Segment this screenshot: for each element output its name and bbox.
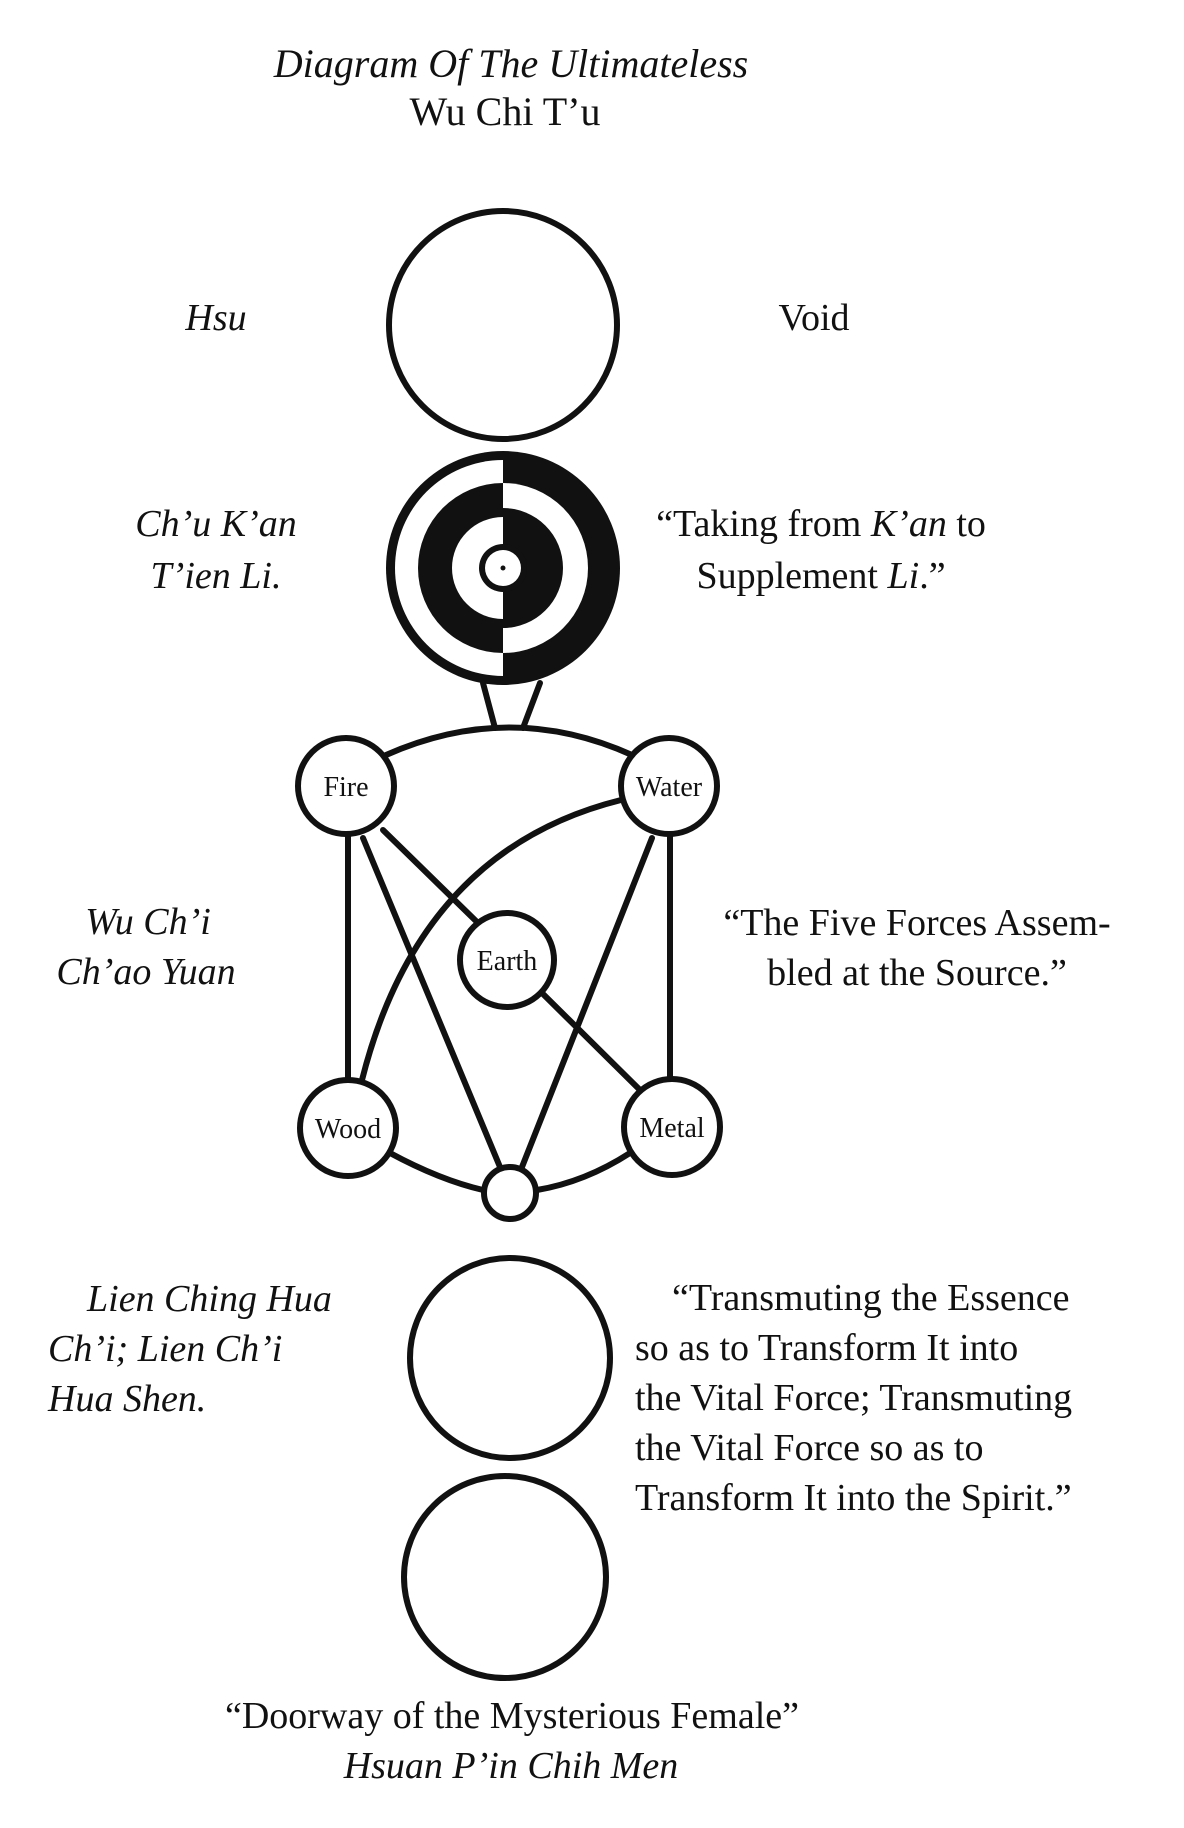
kan-li-quote-part: Supplement [696,555,887,597]
kan-li-quote-part: Li [886,555,919,597]
transmuting-circle [407,1255,613,1461]
transmuting-right-label-line4: the Vital Force so as to [635,1427,983,1469]
kan-li-right-black-band [503,508,563,628]
connection-water-source [519,835,655,1170]
stage-doorway: “Doorway of the Mysterious Female” Hsuan… [225,1473,799,1787]
kan-li-left-label-line2: T’ien Li. [151,555,282,597]
stage-kan-li: Ch’u K’an T’ien Li. “Taking from K’an to… [135,451,986,685]
five-forces-right-label-line1: “The Five Forces Assem- [723,902,1110,944]
kan-li-symbol [386,451,620,685]
transmuting-right-label-line1: “Transmuting the Essence [672,1277,1070,1319]
doorway-circle [401,1473,609,1681]
transmuting-right-label-line2: so as to Transform It into [635,1327,1018,1369]
water-label: Water [636,772,703,803]
funnel-right-line [520,680,543,731]
metal-label: Metal [639,1113,705,1144]
doorway-label-line1: “Doorway of the Mysterious Female” [225,1695,799,1737]
transmuting-right-label-line3: the Vital Force; Transmuting [635,1377,1072,1419]
transmuting-left-label-line2: Ch’i; Lien Ch’i [48,1328,282,1370]
wood-label: Wood [315,1114,381,1145]
kan-li-center-dot [500,565,506,571]
stage-void: Hsu Void [184,208,850,442]
water-circle [618,735,720,837]
funnel-connector [480,680,543,731]
element-earth: Earth [457,910,557,1010]
connection-wood-source [387,1150,486,1193]
earth-label: Earth [477,946,538,977]
kan-li-quote-part: “Taking from [656,503,871,545]
kan-li-left-label-line1: Ch’u K’an [135,503,297,545]
stage-transmuting: Lien Ching Hua Ch’i; Lien Ch’i Hua Shen.… [47,1255,1072,1519]
element-fire: Fire [295,735,397,837]
connection-fire-earth [380,827,480,925]
connection-fire-water [383,724,635,758]
element-metal: Metal [621,1076,723,1178]
kan-li-quote-part: K’an [870,503,947,545]
kan-li-right-label-line1: “Taking from K’an to [656,503,986,545]
void-left-label: Hsu [184,297,246,339]
connection-earth-metal [540,991,643,1093]
earth-circle [457,910,557,1010]
five-forces-right-label-line2: bled at the Source.” [767,952,1067,994]
doorway-label-line2: Hsuan P’in Chih Men [343,1745,679,1787]
wood-circle [297,1077,399,1179]
kan-li-left-inner-white [452,517,503,619]
stage-five-forces: Fire Water Earth Wood Metal Wu Ch’i Ch’a… [56,724,1111,1222]
connection-metal-source [534,1150,633,1193]
connection-fire-source [360,835,503,1170]
transmuting-left-label-line3: Hua Shen. [47,1378,206,1420]
funnel-left-line [480,680,498,731]
fire-circle [295,735,397,837]
fire-label: Fire [323,772,368,803]
kan-li-right-label-line2: Supplement Li.” [696,555,945,597]
five-forces-left-label-line2: Ch’ao Yuan [56,951,235,993]
source-circle [481,1164,539,1222]
kan-li-quote-part: to [947,503,986,545]
five-forces-left-label-line1: Wu Ch’i [85,901,211,943]
element-wood: Wood [297,1077,399,1179]
void-right-label: Void [778,297,849,339]
metal-circle [621,1076,723,1178]
connection-water-wood [359,797,624,1083]
diagram-title: Diagram Of The Ultimateless [273,41,748,86]
kan-li-quote-part: .” [919,555,945,597]
diagram-subtitle: Wu Chi T’u [410,89,601,134]
void-circle [386,208,620,442]
element-water: Water [618,735,720,837]
transmuting-right-label-line5: Transform It into the Spirit.” [635,1477,1072,1519]
transmuting-left-label-line1: Lien Ching Hua [86,1278,332,1320]
